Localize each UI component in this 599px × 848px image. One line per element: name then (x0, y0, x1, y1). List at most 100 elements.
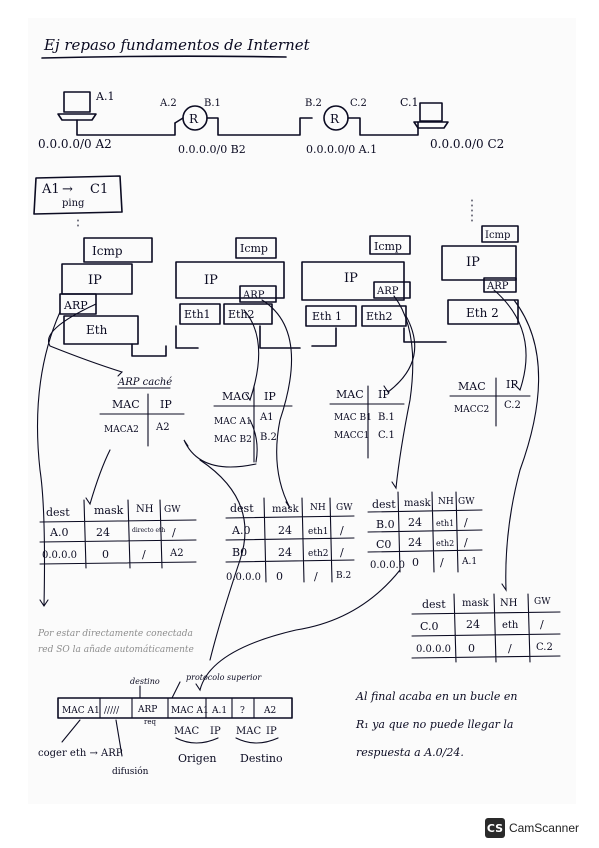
camscanner-brand: CamScanner (508, 821, 579, 835)
svg-text:NH: NH (438, 497, 454, 507)
svg-text:Al final acaba en un bucle en: Al final acaba en un bucle en (355, 690, 518, 703)
svg-text:0: 0 (412, 556, 419, 569)
svg-text:IP: IP (160, 398, 172, 411)
ping-box: A1 → C1 ping (33, 175, 123, 215)
svg-text:A.0: A.0 (49, 526, 68, 539)
page-title: Ej repaso fundamentos de Internet (43, 36, 311, 54)
svg-text:/: / (314, 570, 318, 583)
svg-text:respuesta a A.0/24.: respuesta a A.0/24. (356, 746, 464, 759)
svg-text:IP: IP (344, 271, 358, 286)
link-r1-r2 (206, 117, 313, 136)
svg-text:dest: dest (46, 506, 70, 519)
host-c-label: C.1 (400, 96, 419, 109)
svg-text:/: / (172, 526, 176, 539)
svg-text:C.0: C.0 (420, 620, 439, 633)
svg-text:/: / (340, 524, 344, 537)
r2-right-iface: C.2 (350, 98, 367, 109)
host-c-net: 0.0.0.0/0 C2 (430, 137, 504, 151)
svg-text:Icmp: Icmp (92, 244, 123, 258)
svg-text:ARP caché: ARP caché (117, 377, 172, 388)
svg-text:/: / (340, 546, 344, 559)
process-arrows (36, 289, 540, 692)
svg-text:MAC A1: MAC A1 (214, 417, 252, 427)
svg-text:Destino: Destino (240, 752, 283, 765)
svg-text:24: 24 (408, 516, 422, 529)
ethernet-frame: destino protocolo superior MAC A1 ///// … (38, 673, 293, 777)
link-a-r1 (76, 119, 176, 136)
svg-text:C.1: C.1 (378, 430, 395, 441)
svg-text:ARP: ARP (242, 290, 265, 301)
svg-text:dest: dest (230, 502, 254, 515)
svg-text:/: / (440, 556, 444, 569)
svg-text:MAC: MAC (236, 726, 261, 737)
svg-text:A2: A2 (263, 706, 276, 716)
host-c-icon (413, 102, 449, 129)
svg-text:NH: NH (310, 503, 326, 513)
link-r2-c (347, 117, 419, 136)
svg-text:Eth 2: Eth 2 (466, 306, 499, 320)
svg-text:R: R (330, 112, 340, 126)
svg-text:difusión: difusión (112, 766, 149, 777)
svg-text:B.2: B.2 (336, 571, 351, 581)
svg-text:Eth2: Eth2 (366, 310, 393, 323)
host-a-net: 0.0.0.0/0 A2 (38, 137, 112, 151)
svg-text:Eth1: Eth1 (184, 308, 211, 321)
host-a-label: A.1 (95, 90, 114, 103)
svg-text:/: / (540, 618, 544, 631)
stack-router-1: Icmp IP ARP Eth1 Eth2 (175, 237, 301, 349)
svg-text:MAC A1: MAC A1 (62, 706, 100, 716)
svg-text:MAC B1: MAC B1 (334, 413, 372, 423)
routing-table-3: dest mask NH GW B.0 24 eth1 / C0 24 eth2… (367, 491, 483, 573)
svg-text:A.1: A.1 (461, 557, 477, 567)
svg-text:B.1: B.1 (378, 412, 395, 423)
r2-left-iface: B.2 (305, 98, 322, 109)
r1-right-iface: B.1 (204, 98, 221, 109)
svg-text:24: 24 (96, 526, 110, 539)
svg-text:C1: C1 (90, 182, 108, 197)
svg-text:A1: A1 (41, 182, 60, 197)
svg-text:MAC: MAC (112, 398, 140, 411)
r1-net: 0.0.0.0/0 B2 (178, 143, 246, 156)
svg-text:24: 24 (278, 524, 292, 537)
svg-text:/: / (142, 548, 146, 561)
svg-text:24: 24 (408, 536, 422, 549)
svg-text:MACC1: MACC1 (334, 431, 369, 441)
routing-table-2: dest mask NH GW A.0 24 eth1 / B0 24 eth2… (225, 497, 355, 583)
svg-text:0.0.0.0: 0.0.0.0 (370, 560, 405, 571)
stack-host-a: Icmp IP ARP Eth (59, 237, 167, 357)
svg-text:MAC B2: MAC B2 (214, 435, 252, 445)
svg-text:eth2: eth2 (308, 549, 328, 559)
svg-text:?: ? (240, 706, 245, 716)
svg-text:GW: GW (458, 497, 475, 507)
svg-text:GW: GW (164, 505, 181, 515)
svg-text:directo eth: directo eth (132, 527, 165, 534)
svg-text:A.0: A.0 (231, 524, 250, 537)
svg-text:req: req (144, 718, 156, 726)
svg-text:0.0.0.0: 0.0.0.0 (416, 644, 451, 655)
pencil-note-line1: Por estar directamente conectada (37, 629, 193, 639)
svg-text:MAC: MAC (458, 380, 486, 393)
svg-text:/: / (508, 642, 512, 655)
svg-text:mask: mask (404, 498, 432, 509)
svg-text:A.1: A.1 (211, 706, 227, 716)
svg-text:IP: IP (210, 726, 221, 737)
svg-text:IP: IP (266, 726, 277, 737)
svg-text:Eth: Eth (86, 323, 108, 337)
svg-text:MACA2: MACA2 (104, 425, 139, 435)
svg-text:eth1: eth1 (436, 519, 454, 528)
svg-text:ARP: ARP (376, 286, 399, 297)
svg-text:B.2: B.2 (260, 432, 277, 443)
svg-text:GW: GW (336, 503, 353, 513)
svg-text:ARP: ARP (63, 299, 88, 312)
svg-text:24: 24 (466, 618, 480, 631)
svg-text:MAC: MAC (222, 390, 250, 403)
arp-table-2: MAC IP MAC A1 A1 MAC B2 B.2 (213, 385, 293, 463)
svg-text:NH: NH (136, 504, 154, 515)
svg-text:0: 0 (102, 548, 109, 561)
r1-left-iface: A.2 (159, 98, 177, 109)
svg-text:Icmp: Icmp (485, 230, 510, 241)
svg-text:GW: GW (534, 597, 551, 607)
svg-text:24: 24 (278, 546, 292, 559)
camscanner-logo: CS (484, 818, 505, 838)
